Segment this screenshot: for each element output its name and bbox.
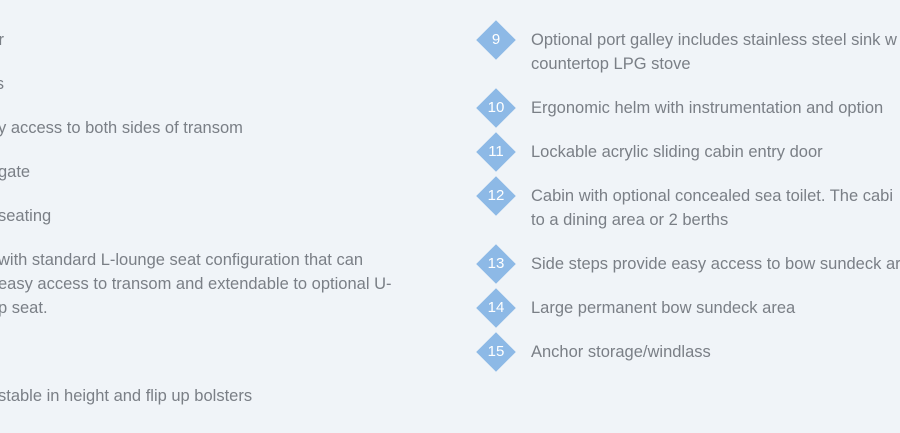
number-badge-icon: 13: [476, 244, 516, 284]
feature-line-1: Cabin with optional concealed sea toilet…: [531, 187, 894, 205]
left-feature-column: r s y access to both sides of transom ga…: [0, 0, 420, 433]
feature-line-1: Ergonomic helm with instrumentation and …: [531, 99, 884, 117]
feature-description: Large permanent bow sundeck area: [531, 296, 900, 320]
left-feature-text-7: easy access to transom and extendable to…: [0, 275, 392, 293]
number-badge-icon: 15: [476, 332, 516, 372]
number-badge-icon: 9: [476, 20, 516, 60]
number-badge-icon: 12: [476, 176, 516, 216]
feature-line-1: Optional port galley includes stainless …: [531, 31, 897, 49]
feature-number: 15: [487, 343, 505, 360]
left-feature-text-4: gate: [0, 163, 31, 181]
left-feature-text-5: seating: [0, 207, 52, 225]
feature-number: 12: [487, 187, 505, 204]
feature-line-1: Side steps provide easy access to bow su…: [531, 255, 900, 273]
feature-line-2: countertop LPG stove: [531, 55, 691, 73]
feature-description: Optional port galley includes stainless …: [531, 28, 900, 76]
left-feature-text-3: y access to both sides of transom: [0, 119, 243, 137]
feature-line-2: to a dining area or 2 berths: [531, 211, 729, 229]
right-feature-column: 9 Optional port galley includes stainles…: [476, 0, 900, 433]
number-badge-icon: 14: [476, 288, 516, 328]
feature-line-1: Large permanent bow sundeck area: [531, 299, 796, 317]
feature-number: 11: [488, 143, 504, 160]
feature-description: Anchor storage/windlass: [531, 340, 900, 364]
feature-description: Ergonomic helm with instrumentation and …: [531, 96, 900, 120]
feature-description: Side steps provide easy access to bow su…: [531, 252, 900, 276]
left-feature-text-9: stable in height and flip up bolsters: [0, 387, 253, 405]
feature-number: 10: [487, 99, 505, 116]
feature-number: 14: [487, 299, 505, 316]
number-badge-icon: 11: [476, 132, 516, 172]
left-feature-line-2: s: [0, 72, 4, 96]
left-feature-line-1: r: [0, 31, 4, 49]
left-feature-text-8: p seat.: [0, 299, 48, 317]
feature-line-1: Anchor storage/windlass: [531, 343, 711, 361]
number-badge-icon: 10: [476, 88, 516, 128]
feature-number: 9: [491, 31, 501, 48]
feature-number: 13: [487, 255, 505, 272]
feature-line-1: Lockable acrylic sliding cabin entry doo…: [531, 143, 823, 161]
feature-description: Lockable acrylic sliding cabin entry doo…: [531, 140, 900, 164]
left-feature-text-6: with standard L-lounge seat configuratio…: [0, 251, 364, 269]
feature-description: Cabin with optional concealed sea toilet…: [531, 184, 900, 232]
